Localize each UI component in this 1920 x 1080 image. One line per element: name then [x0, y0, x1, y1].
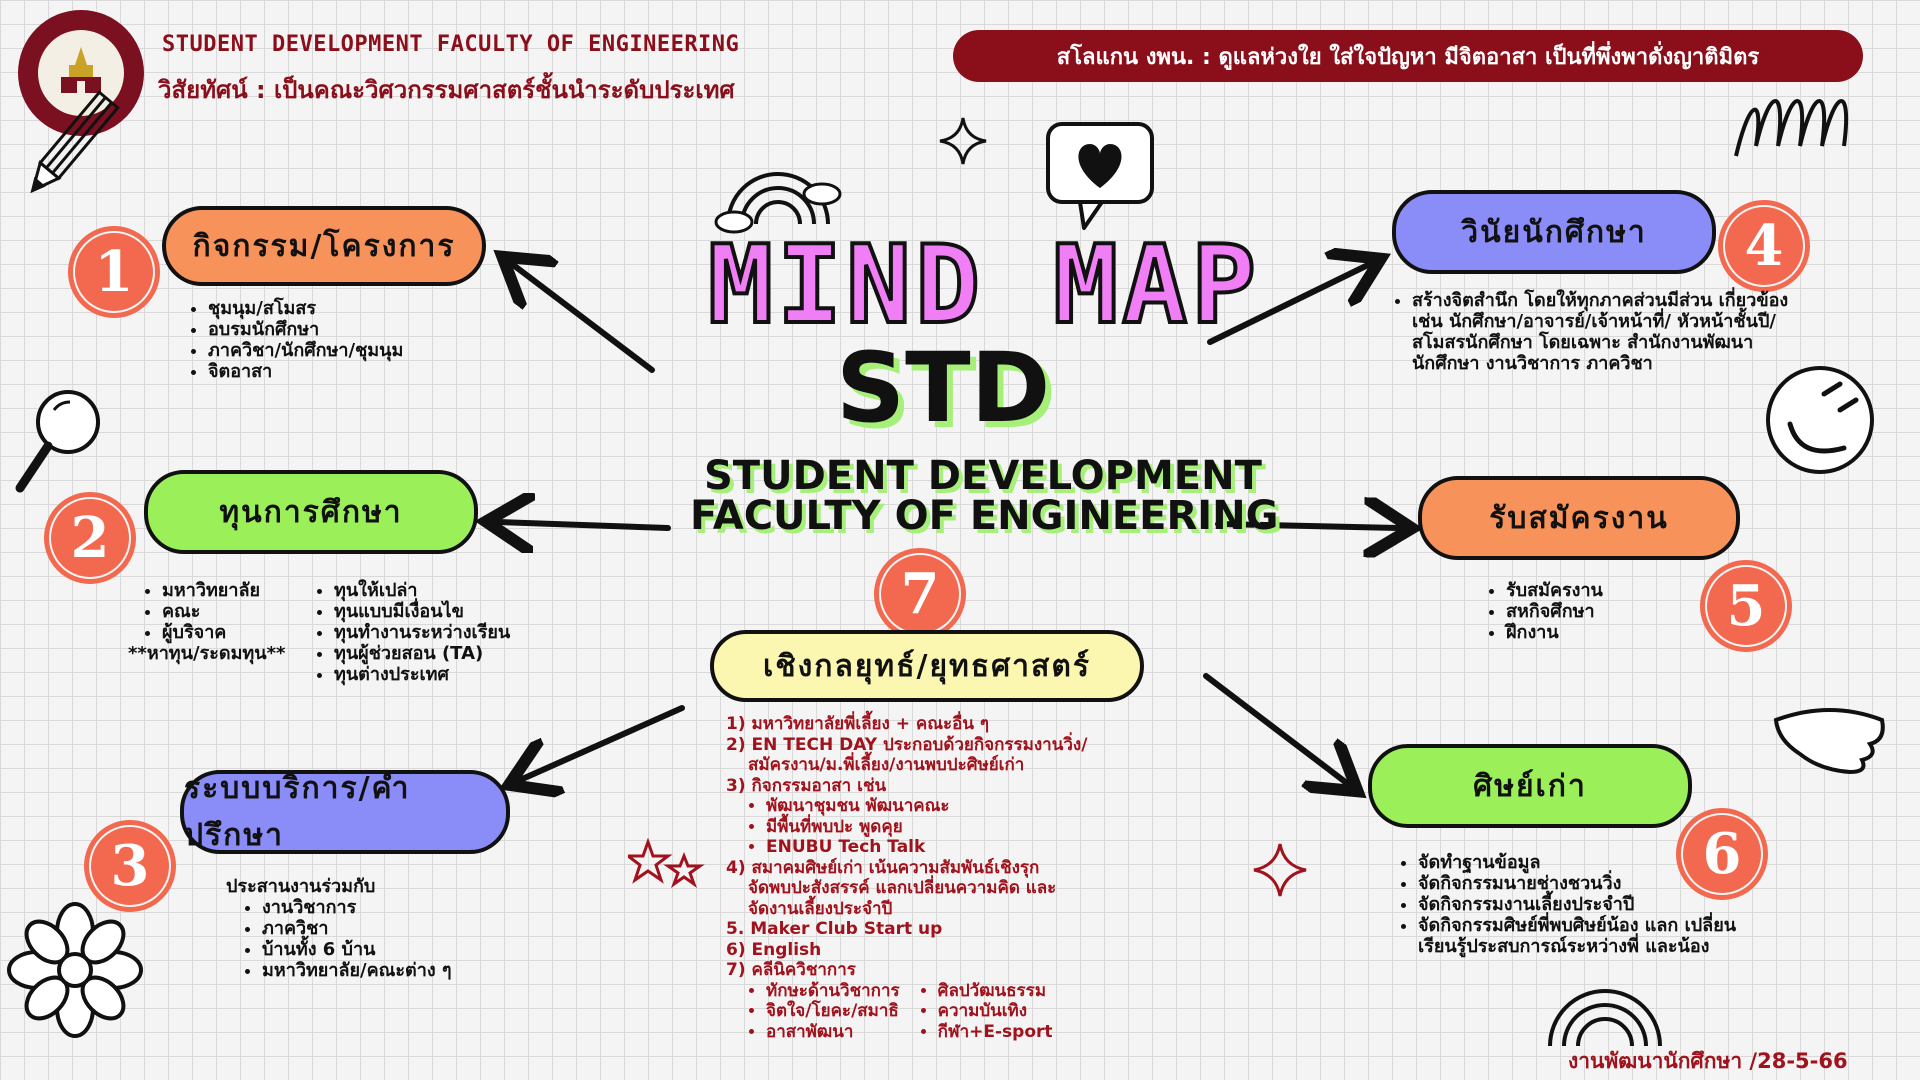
- center-subtitle-line2: FACULTY OF ENGINEERING: [690, 493, 1279, 539]
- branch-2-left-list: มหาวิทยาลัย คณะ ผู้บริจาค **หาทุน/ระดมทุ…: [128, 580, 285, 664]
- slogan-banner: สโลแกน งพน. : ดูแลห่วงใย ใส่ใจปัญหา มีจิ…: [953, 30, 1863, 82]
- arrow-to-branch-1: [512, 264, 655, 373]
- list-item: ทุนผู้ช่วยสอน (TA): [334, 643, 510, 664]
- branch-3-list: ประสานงานร่วมกับ งานวิชาการ ภาควิชา บ้าน…: [226, 876, 452, 981]
- list-item: อาสาพัฒนา: [766, 1022, 900, 1043]
- list-item: อบรมนักศึกษา: [208, 319, 403, 340]
- list-item: ENUBU Tech Talk: [766, 837, 1206, 858]
- list-item: จิตใจ/โยคะ/สมาธิ: [766, 1001, 900, 1022]
- list-item: พัฒนาชุมชน พัฒนาคณะ: [766, 796, 1206, 817]
- branch-7-label: เชิงกลยุทธ์/ยุทธศาสตร์: [710, 630, 1144, 702]
- list-item: ผู้บริจาค: [162, 622, 285, 643]
- branch-1-number-badge: 1: [68, 226, 160, 318]
- list-item: ภาควิชา/นักศึกษา/ชุมนุม: [208, 340, 403, 361]
- branch-5-label: รับสมัครงาน: [1418, 476, 1740, 560]
- wing-icon: [1773, 708, 1885, 775]
- branch-4-list: สร้างจิตสำนึก โดยให้ทุกภาคส่วนมีส่วน เกี…: [1392, 290, 1812, 374]
- list-item: ทุนต่างประเทศ: [334, 664, 510, 685]
- strategy-line-1: 1) มหาวิทยาลัยพี่เลี้ยง + คณะอื่น ๆ: [726, 714, 990, 734]
- list-item: มหาวิทยาลัย: [162, 580, 285, 601]
- list-item: ภาควิชา: [262, 918, 452, 939]
- heart-speech-icon: [1046, 122, 1154, 230]
- arrow-to-branch-2: [498, 522, 671, 528]
- branch-4-number-badge: 4: [1718, 200, 1810, 292]
- list-item: สหกิจศึกษา: [1506, 601, 1603, 622]
- footer-credit: งานพัฒนานักศึกษา /28-5-66: [1568, 1049, 1848, 1073]
- list-item: ทุนแบบมีเงื่อนไข: [334, 601, 510, 622]
- university-logo-icon: [18, 10, 144, 136]
- branch-1-list: ชุมนุม/สโมสร อบรมนักศึกษา ภาควิชา/นักศึก…: [188, 298, 403, 382]
- flower-icon: [7, 902, 143, 1038]
- branch-7-number-badge: 7: [874, 548, 966, 640]
- loop-scribble-icon: [1734, 99, 1849, 157]
- branch-2-number-badge: 2: [44, 492, 136, 584]
- list-item: กีฬา+E-sport: [938, 1022, 1053, 1043]
- arrow-to-branch-3: [520, 705, 685, 780]
- list-item: มีพื้นที่พบปะ พูดคุย: [766, 817, 1206, 838]
- branch-4-label: วินัยนักศึกษา: [1392, 190, 1716, 274]
- header-title: STUDENT DEVELOPMENT FACULTY OF ENGINEERI…: [162, 32, 740, 57]
- list-item: ทุนให้เปล่า: [334, 580, 510, 601]
- list-item: จัดทำฐานข้อมูล: [1418, 852, 1758, 873]
- branch-7-list: 1) มหาวิทยาลัยพี่เลี้ยง + คณะอื่น ๆ 2) E…: [726, 714, 1206, 1042]
- strategy-line-6: 6) English: [726, 939, 822, 960]
- rainbow-icon: [714, 172, 842, 234]
- strategy-line-5: 5. Maker Club Start up: [726, 919, 943, 939]
- strategy-line-2a: 2) EN TECH DAY ประกอบด้วยกิจกรรมงานวิ่ง/: [726, 734, 1088, 755]
- pencil-icon: [30, 90, 120, 194]
- branch-3-intro: ประสานงานร่วมกับ: [226, 876, 376, 897]
- list-item: บ้านทั้ง 6 บ้าน: [262, 939, 452, 960]
- branch-6-number-badge: 6: [1676, 808, 1768, 900]
- list-item: มหาวิทยาลัย/คณะต่าง ๆ: [262, 960, 452, 981]
- list-item: ฝึกงาน: [1506, 622, 1603, 643]
- branch-1-label: กิจกรรม/โครงการ: [162, 206, 486, 286]
- sparkle-icon: [1253, 843, 1307, 897]
- list-item: รับสมัครงาน: [1506, 580, 1603, 601]
- branch-2-right-list: ทุนให้เปล่า ทุนแบบมีเงื่อนไข ทุนทำงานระห…: [314, 580, 510, 685]
- list-item: งานวิชาการ: [262, 897, 452, 918]
- mind-map-title: MIND MAP: [706, 223, 1261, 348]
- strategy-line-3: 3) กิจกรรมอาสา เช่น: [726, 775, 887, 796]
- list-item: จัดกิจกรรมศิษย์พี่พบศิษย์น้อง แลก เปลี่ย…: [1418, 915, 1758, 957]
- list-item: ศิลปวัฒนธรรม: [938, 981, 1053, 1002]
- std-title: STD: [836, 332, 1051, 444]
- list-item: จัดกิจกรรมงานเลี้ยงประจำปี: [1418, 894, 1758, 915]
- list-item: คณะ: [162, 601, 285, 622]
- sparkle-icon: [939, 117, 987, 165]
- list-item: จิตอาสา: [208, 361, 403, 382]
- header-vision: วิสัยทัศน์ : เป็นคณะวิศวกรรมศาสตร์ชั้นนำ…: [158, 76, 735, 104]
- star-icon: [628, 838, 705, 888]
- magnifier-icon: [15, 390, 100, 493]
- list-item: ชุมนุม/สโมสร: [208, 298, 403, 319]
- strategy-line-4a: 4) สมาคมศิษย์เก่า เน้นความสัมพันธ์เชิงรุ…: [726, 857, 1040, 878]
- arrow-to-branch-5: [1215, 524, 1400, 528]
- arrow-to-branch-6: [1203, 673, 1348, 784]
- smiley-icon: [1766, 366, 1874, 474]
- arch-icon: [1548, 989, 1662, 1047]
- branch-6-list: จัดทำฐานข้อมูล จัดกิจกรรมนายช่างชวนวิ่ง …: [1398, 852, 1758, 957]
- strategy-line-7: 7) คลีนิควิชาการ: [726, 960, 856, 980]
- strategy-line-4b: จัดพบปะสังสรรค์ แลกเปลี่ยนความคิด และ: [748, 878, 1057, 898]
- branch-3-number-badge: 3: [84, 820, 176, 912]
- branch-2-note: **หาทุน/ระดมทุน**: [128, 643, 286, 664]
- branch-2-label: ทุนการศึกษา: [144, 470, 478, 554]
- list-item: ทุนทำงานระหว่างเรียน: [334, 622, 510, 643]
- strategy-line-4c: จัดงานเลี้ยงประจำปี: [748, 898, 893, 919]
- list-item: จัดกิจกรรมนายช่างชวนวิ่ง: [1418, 873, 1758, 894]
- branch-3-label: ระบบบริการ/คำปรึกษา: [180, 770, 510, 854]
- strategy-line-2b: สมัครงาน/ม.พี่เลี้ยง/งานพบปะศิษย์เก่า: [748, 755, 1025, 775]
- list-item: ทักษะด้านวิชาการ: [766, 981, 900, 1002]
- list-item: ความบันเทิง: [938, 1001, 1053, 1022]
- branch-6-label: ศิษย์เก่า: [1368, 744, 1692, 828]
- list-item: สร้างจิตสำนึก โดยให้ทุกภาคส่วนมีส่วน เกี…: [1412, 290, 1812, 374]
- branch-5-list: รับสมัครงาน สหกิจศึกษา ฝึกงาน: [1486, 580, 1603, 643]
- arrow-to-branch-4: [1207, 264, 1370, 345]
- branch-5-number-badge: 5: [1700, 560, 1792, 652]
- center-subtitle-line1: STUDENT DEVELOPMENT: [704, 453, 1262, 499]
